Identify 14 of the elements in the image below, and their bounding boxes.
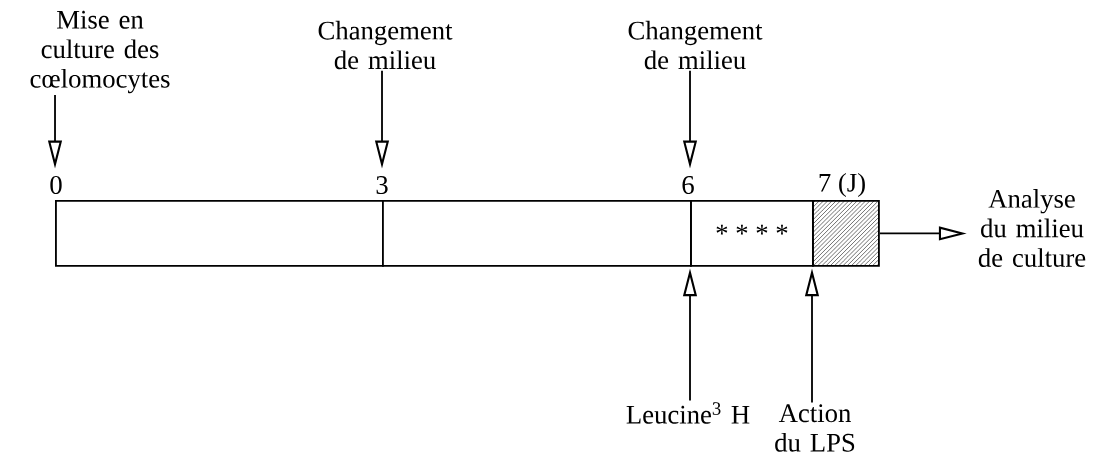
text-label: Action du LPS	[775, 404, 855, 452]
text-label: Changement de milieu	[628, 20, 763, 70]
text-label: Leucine$^{3}$ H	[626, 402, 750, 424]
text-label: Changement de milieu	[318, 20, 453, 70]
timeline-segment	[55, 200, 384, 267]
tick-label: 0	[50, 176, 62, 194]
tick-label: 7 (J)	[819, 172, 865, 198]
text-label: Mise en culture des cœlomocytes	[30, 10, 170, 94]
text-label: Analyse du milieu de culture	[978, 189, 1086, 267]
tick-label: 3	[376, 176, 388, 194]
hatched-segment	[812, 200, 880, 267]
timeline-segment	[382, 200, 692, 267]
timeline-segment: * * * *	[690, 200, 814, 267]
tick-label: 6	[682, 176, 694, 194]
